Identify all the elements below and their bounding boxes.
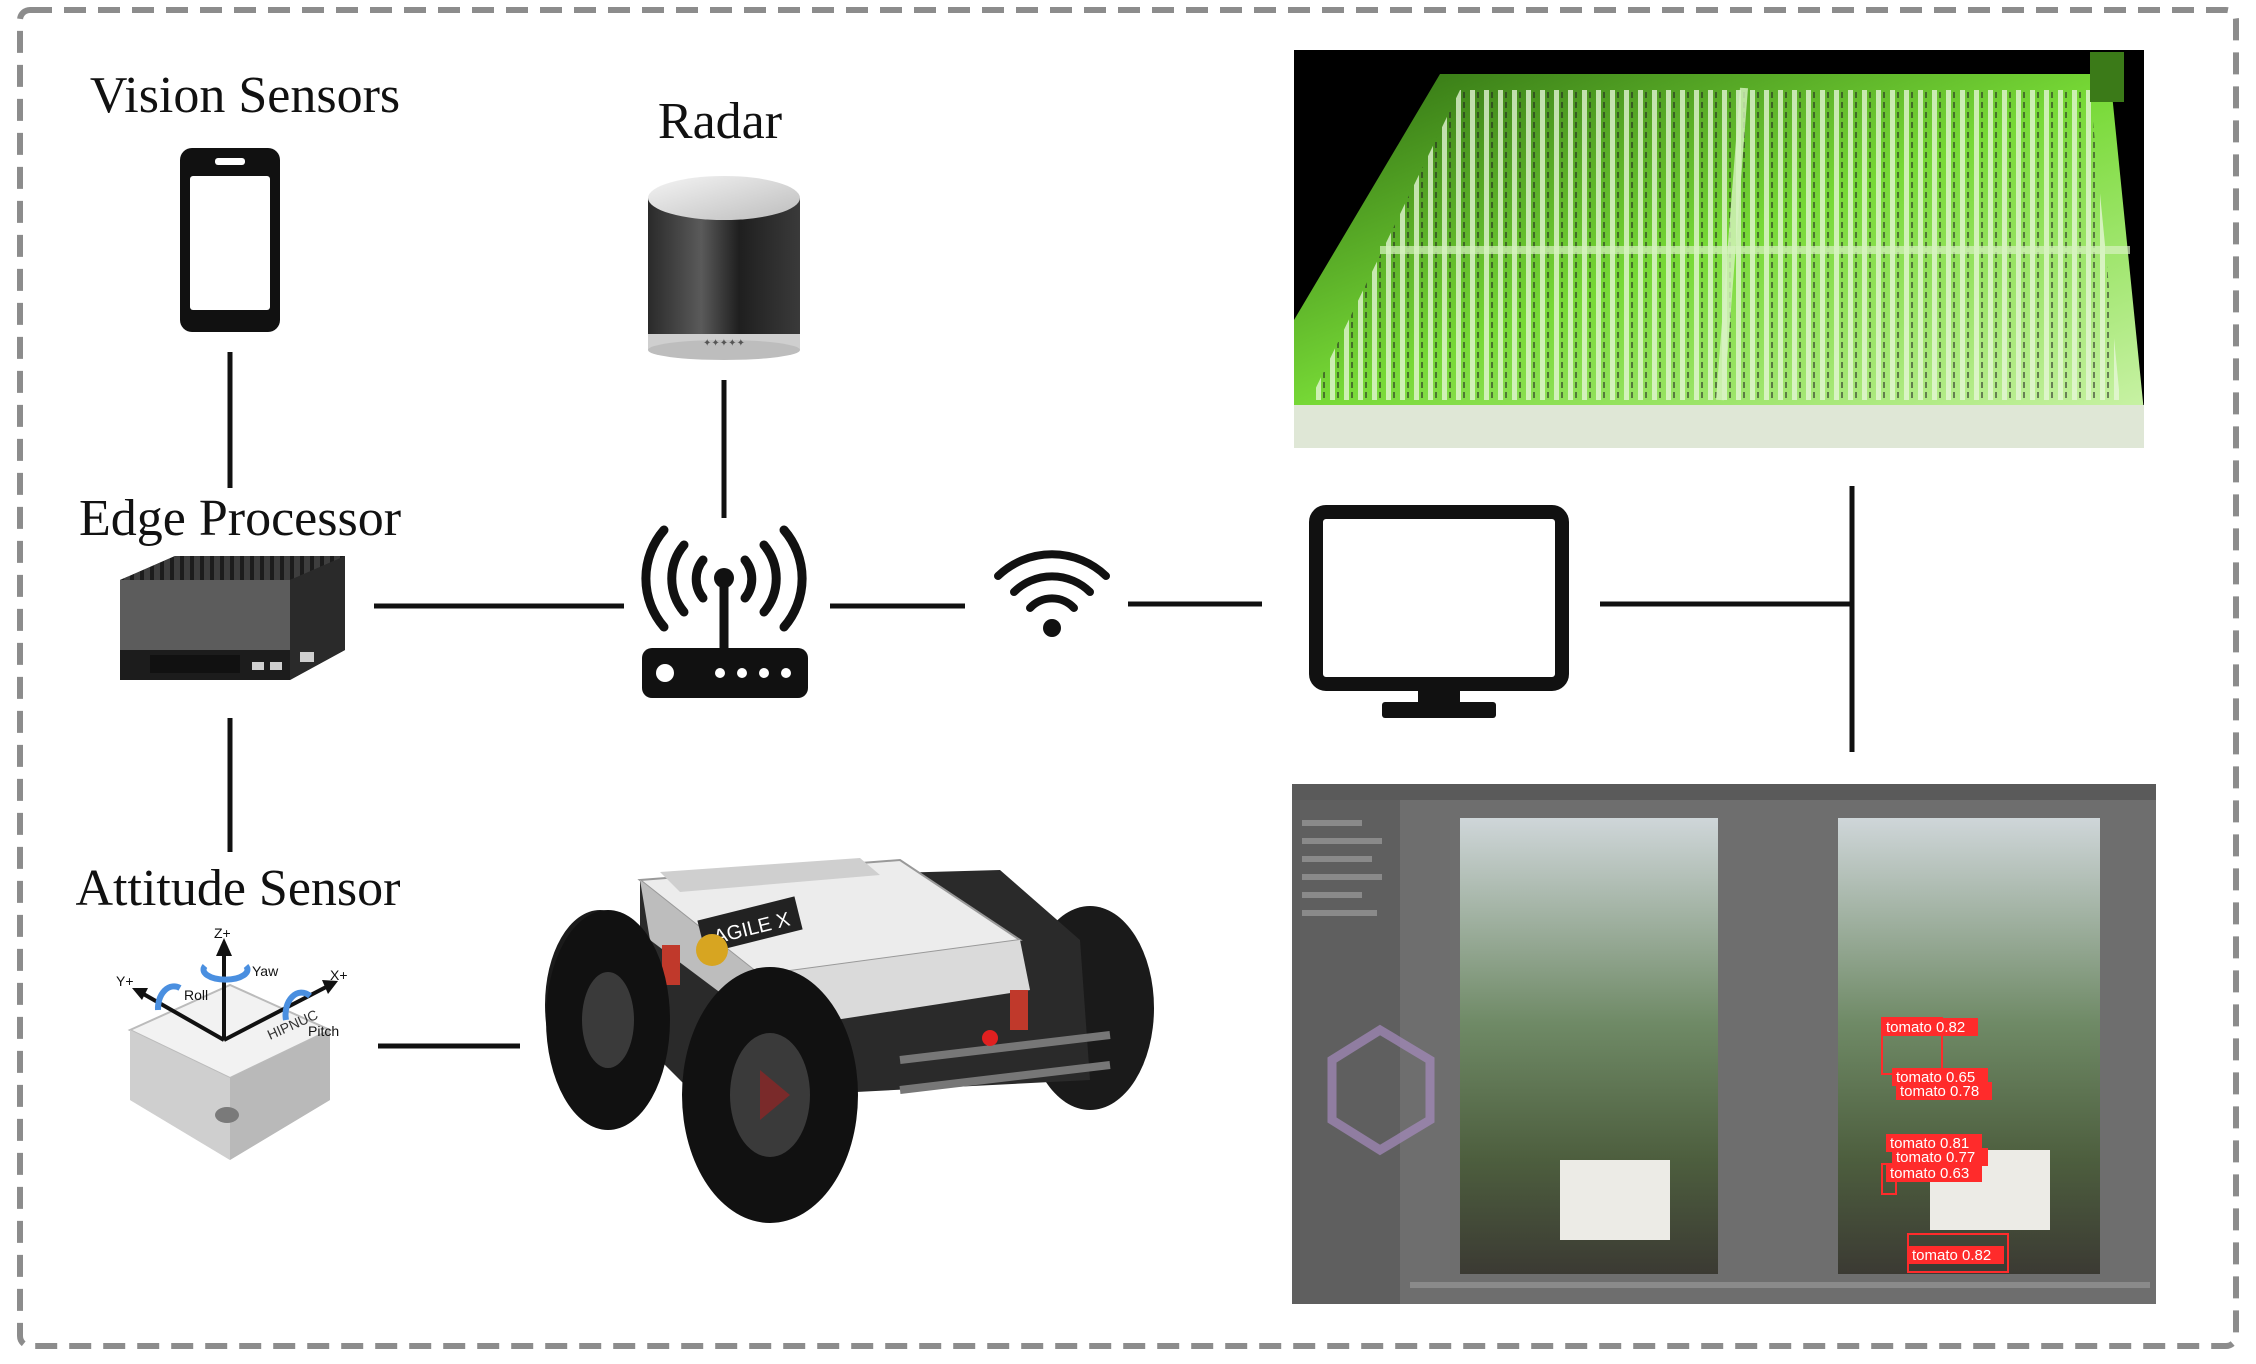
connector-lines xyxy=(227,352,1855,1049)
detection-box-4: tomato 0.81 xyxy=(1886,1134,1982,1152)
smartphone-icon xyxy=(180,148,280,332)
outer-border xyxy=(17,7,2239,1349)
detection-box-5: tomato 0.77 xyxy=(1892,1148,1988,1166)
label-edge-processor: Edge Processor xyxy=(79,490,401,547)
imu-axis-y: Y+ xyxy=(116,973,134,989)
detection-box-6: tomato 0.63 xyxy=(1881,1163,1982,1195)
detection-label-1: tomato 0.82 xyxy=(1886,1019,1965,1036)
detection-label-4: tomato 0.81 xyxy=(1890,1135,1969,1152)
lidar-radar-icon: ✦✦✦✦✦ xyxy=(648,176,800,360)
detection-box-2: tomato 0.65 xyxy=(1892,1068,1988,1086)
label-attitude-sensor: Attitude Sensor xyxy=(76,860,401,917)
detection-box-1: tomato 0.82 xyxy=(1881,1017,1978,1075)
detection-box-3: tomato 0.78 xyxy=(1896,1082,1992,1100)
imu-axis-pitch: Pitch xyxy=(308,1023,339,1039)
imu-axis-yaw: Yaw xyxy=(252,963,279,979)
imu-attitude-sensor-icon: HIPNUC Z+ Y+ X+ Roll Yaw Pitch xyxy=(116,925,348,1160)
label-radar: Radar xyxy=(658,93,782,150)
detection-label-6: tomato 0.63 xyxy=(1890,1165,1969,1182)
mobile-robot-image: AGILE X xyxy=(545,858,1154,1223)
edge-processor-icon xyxy=(120,556,345,680)
wifi-icon xyxy=(994,550,1110,637)
monitor-icon xyxy=(1309,505,1569,718)
router-icon xyxy=(641,525,808,698)
svg-text:✦✦✦✦✦: ✦✦✦✦✦ xyxy=(703,338,745,349)
imu-axis-z: Z+ xyxy=(214,925,231,941)
detection-label-3: tomato 0.78 xyxy=(1900,1083,1979,1100)
detection-software-screenshot xyxy=(1292,784,2156,1304)
detection-label-2: tomato 0.65 xyxy=(1896,1069,1975,1086)
detection-label-5: tomato 0.77 xyxy=(1896,1149,1975,1166)
imu-axis-roll: Roll xyxy=(184,987,208,1003)
imu-axis-x: X+ xyxy=(330,967,348,983)
point-cloud-map-image xyxy=(1294,50,2144,448)
detection-labels: tomato 0.82 tomato 0.65 tomato 0.78 toma… xyxy=(1881,1017,2009,1273)
label-vision-sensors: Vision Sensors xyxy=(90,67,400,124)
detection-label-7: tomato 0.82 xyxy=(1912,1247,1991,1264)
detection-box-7: tomato 0.82 xyxy=(1907,1233,2009,1273)
